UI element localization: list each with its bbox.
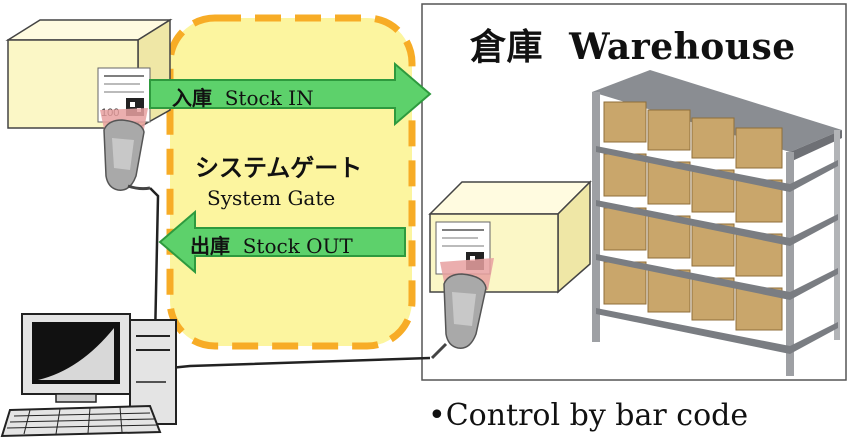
warehouse-shelf-icon xyxy=(592,70,842,376)
system-gate-label-jp: システムゲート xyxy=(195,154,363,182)
stock-in-label-en: Stock IN xyxy=(224,86,314,110)
warehouse-title: 倉庫 Warehouse xyxy=(470,18,796,70)
computer-icon xyxy=(0,313,177,438)
stock-out-label-en: Stock OUT xyxy=(242,234,353,258)
stock-in-arrow xyxy=(149,61,432,127)
bullet-control-by-barcode: •Control by bar code xyxy=(428,398,749,433)
left-scanner-icon xyxy=(100,108,151,191)
stock-out-label: 出庫 Stock OUT xyxy=(190,230,353,259)
warehouse-title-jp: 倉庫 xyxy=(470,27,544,68)
stock-in-label: 入庫 Stock IN xyxy=(172,82,314,111)
stock-in-label-jp: 入庫 xyxy=(172,86,212,110)
right-scanner-icon xyxy=(430,258,494,360)
stock-out-arrow xyxy=(158,209,406,275)
stock-out-label-jp: 出庫 xyxy=(190,234,230,258)
warehouse-title-en: Warehouse xyxy=(569,26,796,68)
outgoing-box-icon xyxy=(428,180,592,294)
system-gate-label-en: System Gate xyxy=(207,186,336,210)
